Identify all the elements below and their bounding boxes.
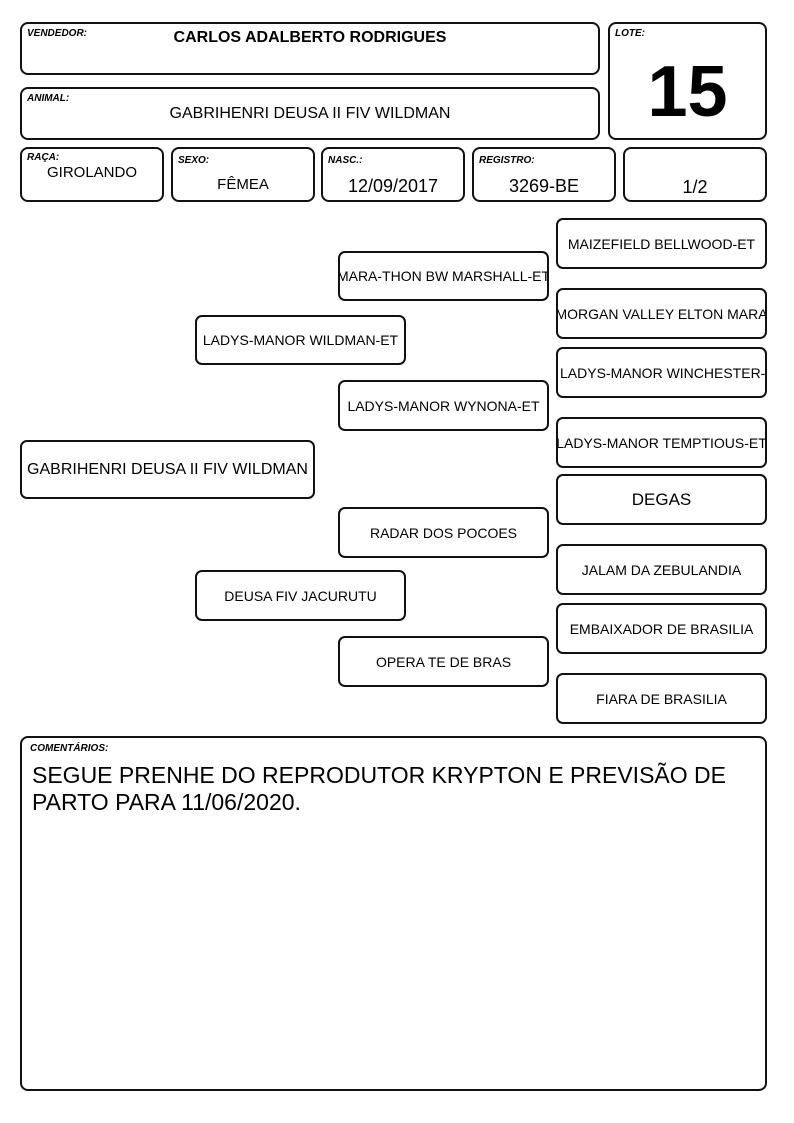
breed-value: GIROLANDO xyxy=(46,164,137,181)
animal-box: ANIMAL: GABRIHENRI DEUSA II FIV WILDMAN xyxy=(20,87,600,140)
blood-fraction-value: 1/2 xyxy=(682,177,708,197)
pedigree-ggp-1: MAIZEFIELD BELLWOOD-ET xyxy=(556,218,767,269)
animal-name: GABRIHENRI DEUSA II FIV WILDMAN xyxy=(169,105,451,122)
pedigree-sire: LADYS-MANOR WILDMAN-ET xyxy=(195,315,406,365)
pedigree-ggp-3: LADYS-MANOR WINCHESTER-ET xyxy=(556,347,767,398)
comments-label: COMENTÁRIOS: xyxy=(30,743,109,754)
comments-box: COMENTÁRIOS: SEGUE PRENHE DO REPRODUTOR … xyxy=(20,736,767,1091)
sex-value: FÊMEA xyxy=(217,176,269,193)
seller-name: CARLOS ADALBERTO RODRIGUES xyxy=(173,29,447,46)
seller-label: VENDEDOR: xyxy=(27,28,88,39)
sex-label: SEXO: xyxy=(178,155,210,166)
pedigree-ggp-7: EMBAIXADOR DE BRASILIA xyxy=(556,603,767,654)
animal-label: ANIMAL: xyxy=(27,93,70,104)
lot-label: LOTE: xyxy=(615,28,645,39)
pedigree-ggp-6: JALAM DA ZEBULANDIA xyxy=(556,544,767,595)
pedigree-ggp-5: DEGAS xyxy=(556,474,767,525)
pedigree-animal: GABRIHENRI DEUSA II FIV WILDMAN xyxy=(20,440,315,499)
pedigree-dam-sire: RADAR DOS POCOES xyxy=(338,507,549,558)
birth-date-value: 12/09/2017 xyxy=(347,176,439,196)
sex-box: SEXO: FÊMEA xyxy=(171,147,315,202)
registry-label: REGISTRO: xyxy=(479,155,535,166)
birth-date-label: NASC.: xyxy=(328,155,363,166)
comments-text: SEGUE PRENHE DO REPRODUTOR KRYPTON E PRE… xyxy=(32,762,726,815)
lot-number: 15 xyxy=(647,52,728,132)
breed-box: RAÇA: GIROLANDO xyxy=(20,147,164,202)
pedigree-ggp-8: FIARA DE BRASILIA xyxy=(556,673,767,724)
pedigree-dam: DEUSA FIV JACURUTU xyxy=(195,570,406,621)
pedigree-sire-dam: LADYS-MANOR WYNONA-ET xyxy=(338,380,549,431)
registry-value: 3269-BE xyxy=(508,176,580,196)
seller-box: VENDEDOR: CARLOS ADALBERTO RODRIGUES xyxy=(20,22,600,75)
pedigree-dam-dam: OPERA TE DE BRAS xyxy=(338,636,549,687)
pedigree-ggp-2: MORGAN VALLEY ELTON MARA xyxy=(556,288,767,339)
pedigree-sire-sire: MARA-THON BW MARSHALL-ET xyxy=(338,251,549,301)
birth-date-box: NASC.: 12/09/2017 xyxy=(321,147,465,202)
blood-fraction-box: 1/2 xyxy=(623,147,767,202)
pedigree-ggp-4: LADYS-MANOR TEMPTIOUS-ET xyxy=(556,417,767,468)
lot-box: LOTE: 15 xyxy=(608,22,767,140)
breed-label: RAÇA: xyxy=(27,152,60,163)
registry-box: REGISTRO: 3269-BE xyxy=(472,147,616,202)
